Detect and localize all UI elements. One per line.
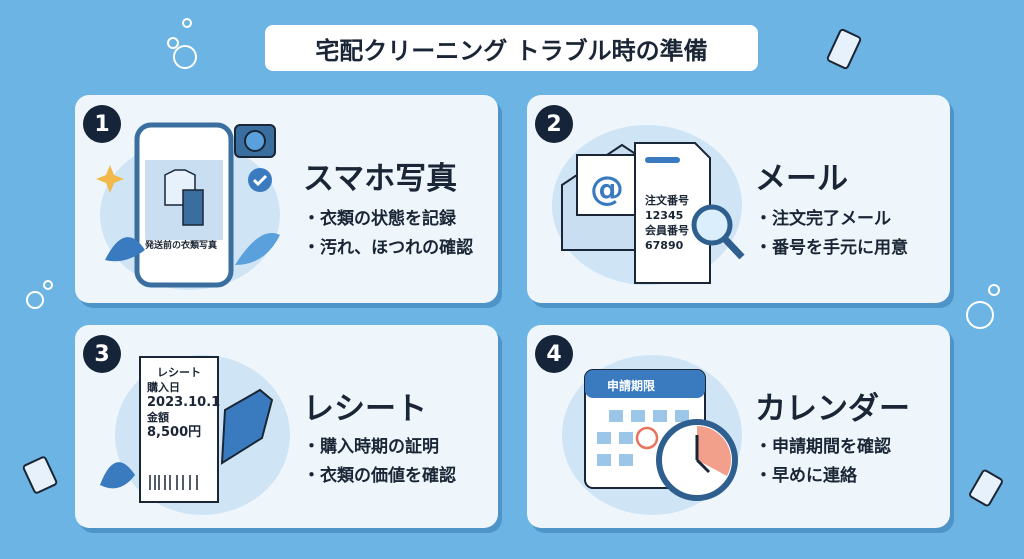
bullet: ・早めに連絡 [755,466,857,486]
receipt-line: 金額 [147,411,169,424]
tag-icon [826,28,862,70]
bullet: ・購入時期の証明 [303,437,439,457]
card-heading: カレンダー [755,391,910,427]
email-document-illustration: @ [561,142,745,284]
bullet: ・申請期間を確認 [755,437,891,457]
card-heading: レシート [303,391,427,427]
calendar-clock-illustration [584,369,738,501]
bubbles-icon [966,284,1000,329]
document-lines: 注文番号 12345 会員番号 67890 [645,193,689,253]
card-calendar: 4 申請期限 カレンダー ・申請期間を確認 ・早めに連絡 [527,325,950,528]
bullet: ・注文完了メール [755,209,891,229]
bullet: ・汚れ、ほつれの確認 [303,238,474,258]
card-bullets: ・衣類の状態を記録 ・汚れ、ほつれの確認 [303,205,473,263]
bullet: ・番号を手元に用意 [755,238,908,258]
receipt-line: 2023.10.1 [147,395,221,410]
card-bullets: ・申請期間を確認 ・早めに連絡 [755,433,891,491]
tag-icon [969,469,1003,507]
doc-line: 12345 [645,209,684,222]
bullet: ・衣類の状態を記録 [303,209,456,229]
doc-line: 注文番号 [645,194,689,207]
tag-icon [22,456,58,494]
page-title: 宅配クリーニング トラブル時の準備 [265,25,758,71]
receipt-line: 購入日 [147,381,180,394]
receipt-line: 8,500円 [147,425,202,440]
calendar-label: 申請期限 [607,379,656,393]
bubbles-icon [26,280,53,309]
bullet: ・衣類の価値を確認 [303,466,456,486]
card-smartphone-photo: 1 発送前の衣類写真 スマホ写真 ・衣類の状態を記録 ・汚れ、ほつれの確認 [75,95,498,303]
step-number: 3 [83,335,121,373]
receipt-lines: レシート 購入日 2023.10.1 金額 8,500円 [147,365,220,440]
doc-line: 会員番号 [645,224,689,237]
smartphone-camera-illustration [96,122,280,288]
card-bullets: ・注文完了メール ・番号を手元に用意 [755,205,908,263]
svg-text:@: @ [590,169,624,209]
receipt-title: レシート [157,366,201,379]
card-receipt: 3 レシート 購入日 2023.10.1 金額 8,500円 レシート ・購入時… [75,325,498,528]
step-number: 2 [535,105,573,143]
card-heading: メール [755,161,848,197]
illustration-label: 発送前の衣類写真 [145,241,218,251]
step-number: 1 [83,105,121,143]
receipt-pricetag-illustration [100,356,274,503]
doc-line: 67890 [645,239,684,252]
card-bullets: ・購入時期の証明 ・衣類の価値を確認 [303,433,456,491]
card-heading: スマホ写真 [303,161,458,197]
step-number: 4 [535,335,573,373]
bubbles-icon [167,18,197,69]
card-email: 2 @ 注文番号 12345 会員番号 67890 メール ・注文完了メール ・… [527,95,950,303]
